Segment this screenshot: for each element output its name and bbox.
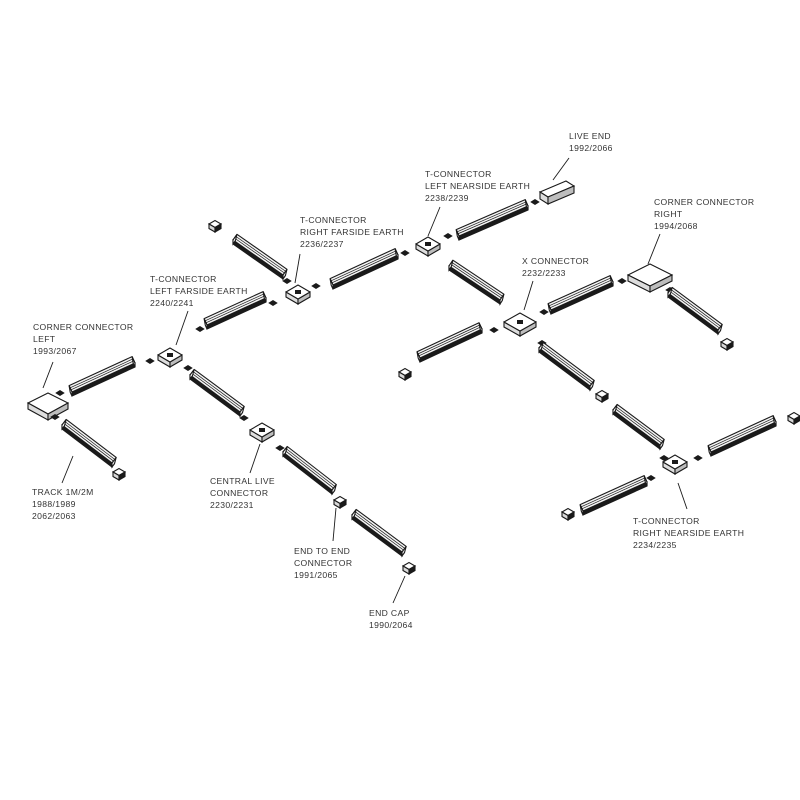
end-cap-part bbox=[207, 219, 223, 233]
connector-plug bbox=[268, 300, 278, 306]
leader-line bbox=[175, 310, 189, 346]
track-segment bbox=[68, 356, 136, 397]
end-cap-part bbox=[401, 561, 417, 575]
track-segment bbox=[538, 341, 595, 392]
t-connector-right-nearside-part bbox=[662, 454, 688, 475]
end-cap-part bbox=[786, 411, 800, 425]
track-segment bbox=[329, 248, 399, 290]
track-segment bbox=[189, 368, 245, 418]
x-connector-part bbox=[503, 312, 537, 337]
track-segment bbox=[612, 403, 665, 451]
connector-plug bbox=[239, 415, 249, 421]
connector-plug bbox=[183, 365, 193, 371]
leader-line bbox=[42, 361, 54, 389]
leader-line bbox=[249, 443, 261, 474]
connector-plug bbox=[539, 309, 549, 315]
connector-plug bbox=[646, 475, 656, 481]
t-connector-left-farside-part bbox=[157, 347, 183, 368]
corner-connector-right-part bbox=[626, 263, 674, 293]
track-segment bbox=[232, 233, 288, 281]
connector-plug bbox=[145, 358, 155, 364]
leader-line bbox=[392, 575, 406, 604]
connector-plug bbox=[50, 414, 60, 420]
leader-line bbox=[647, 233, 661, 265]
track-segment bbox=[448, 259, 505, 306]
t-connector-right-farside-part bbox=[285, 284, 311, 305]
track-segment bbox=[455, 199, 529, 241]
connector-plug bbox=[55, 390, 65, 396]
end-to-end-connector-part bbox=[594, 389, 610, 403]
connector-plug bbox=[530, 199, 540, 205]
leader-line bbox=[552, 157, 570, 181]
connector-plug bbox=[282, 278, 292, 284]
track-segment bbox=[203, 291, 267, 330]
leader-line bbox=[427, 206, 441, 237]
track-segment bbox=[61, 418, 117, 469]
leader-line bbox=[332, 507, 337, 542]
leader-line bbox=[523, 280, 534, 311]
connector-plug bbox=[275, 445, 285, 451]
track-segment bbox=[351, 508, 407, 558]
live-end-part bbox=[538, 180, 576, 205]
connector-plug bbox=[443, 233, 453, 239]
connector-plug bbox=[617, 278, 627, 284]
track-segment bbox=[416, 322, 483, 363]
connector-plug bbox=[489, 327, 499, 333]
end-cap-part bbox=[111, 467, 127, 481]
connector-plug bbox=[659, 455, 669, 461]
track-segment bbox=[547, 275, 614, 315]
connector-plug bbox=[693, 455, 703, 461]
track-segment bbox=[579, 475, 648, 516]
track-segment bbox=[282, 445, 337, 496]
track-segment bbox=[707, 415, 777, 457]
connector-plug bbox=[311, 283, 321, 289]
t-connector-left-nearside-part bbox=[415, 236, 441, 257]
corner-connector-left-part bbox=[26, 392, 70, 421]
end-to-end-connector-part bbox=[332, 495, 348, 509]
leader-line bbox=[61, 455, 74, 484]
end-cap-part bbox=[397, 367, 413, 381]
connector-plug bbox=[400, 250, 410, 256]
end-cap-part bbox=[719, 337, 735, 351]
track-segment bbox=[667, 286, 723, 336]
connector-plug bbox=[195, 326, 205, 332]
central-live-connector-part bbox=[249, 422, 275, 443]
leader-line bbox=[677, 482, 688, 510]
leader-line bbox=[294, 253, 301, 284]
end-cap-part bbox=[560, 507, 576, 521]
